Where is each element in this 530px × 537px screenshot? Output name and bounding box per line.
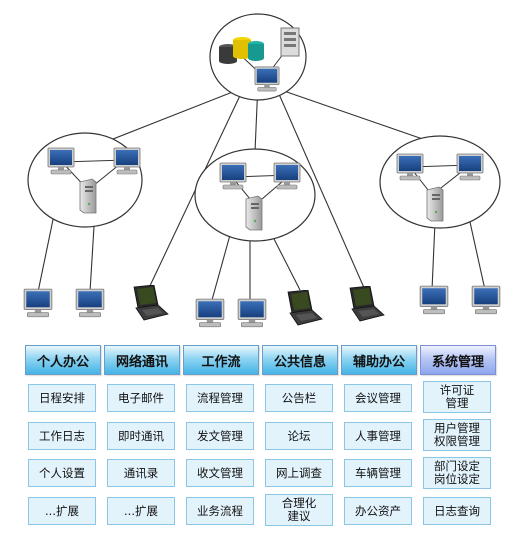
header-personal-office[interactable]: 个人办公 [25,345,101,375]
header-network-communication[interactable]: 网络通讯 [104,345,180,375]
desktop-computer-icon [23,288,53,318]
laptop-icon [133,285,169,321]
desktop-computer-icon [75,288,105,318]
module-incoming-documents[interactable]: 收文管理 [186,459,254,487]
module-vehicle-management[interactable]: 车辆管理 [344,459,412,487]
module-suggestions[interactable]: 合理化 建议 [265,494,333,526]
module-forum[interactable]: 论坛 [265,422,333,450]
header-auxiliary-office[interactable]: 辅助办公 [341,345,417,375]
module-process-management[interactable]: 流程管理 [186,384,254,412]
desktop-computer-icon [471,285,501,315]
server-icon [280,27,300,57]
module-outgoing-documents[interactable]: 发文管理 [186,422,254,450]
network-diagram [23,13,501,328]
tower-server-icon [79,178,97,214]
desktop-computer-icon [419,285,449,315]
header-system-management[interactable]: 系统管理 [420,345,496,375]
module-bulletin-board[interactable]: 公告栏 [265,384,333,412]
laptop-icon [287,290,323,326]
desktop-computer-icon [254,66,280,92]
module-instant-messaging[interactable]: 即时通讯 [107,422,175,450]
desktop-computer-icon [219,162,247,190]
module-hr-management[interactable]: 人事管理 [344,422,412,450]
module-business-process[interactable]: 业务流程 [186,497,254,525]
desktop-computer-icon [237,298,267,328]
desktop-computer-icon [195,298,225,328]
module-personal-extend[interactable]: ...扩展 [28,497,96,525]
module-user-permissions[interactable]: 用户管理 权限管理 [423,419,491,451]
desktop-computer-icon [396,153,424,181]
header-workflow[interactable]: 工作流 [183,345,259,375]
module-meeting-management[interactable]: 会议管理 [344,384,412,412]
desktop-computer-icon [456,153,484,181]
module-log-query[interactable]: 日志查询 [423,497,491,525]
module-address-book[interactable]: 通讯录 [107,459,175,487]
database-icon [219,37,264,64]
module-network-extend[interactable]: ...扩展 [107,497,175,525]
desktop-computer-icon [273,162,301,190]
desktop-computer-icon [47,147,75,175]
laptop-icon [349,286,385,322]
module-office-assets[interactable]: 办公资产 [344,497,412,525]
connection-lines [37,81,486,301]
module-online-survey[interactable]: 网上调查 [265,459,333,487]
module-license-management[interactable]: 许可证 管理 [423,381,491,413]
desktop-computer-icon [113,147,141,175]
module-schedule[interactable]: 日程安排 [28,384,96,412]
tower-server-icon [426,186,444,222]
module-work-log[interactable]: 工作日志 [28,422,96,450]
module-personal-settings[interactable]: 个人设置 [28,459,96,487]
module-department-positions[interactable]: 部门设定 岗位设定 [423,457,491,489]
tower-server-icon [245,195,263,231]
header-public-information[interactable]: 公共信息 [262,345,338,375]
module-email[interactable]: 电子邮件 [107,384,175,412]
